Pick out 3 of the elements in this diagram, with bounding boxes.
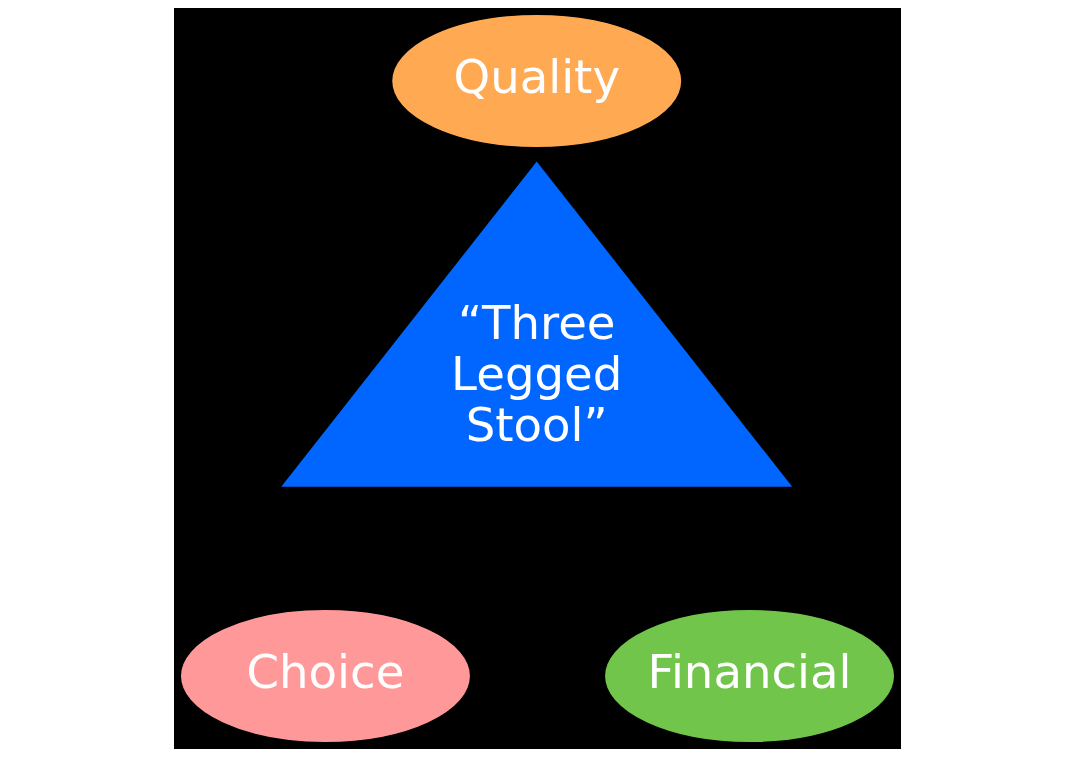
node-ellipse: Financial [603,608,896,744]
node-ellipse: Choice [179,608,472,744]
node-ellipse: Quality [390,13,683,149]
